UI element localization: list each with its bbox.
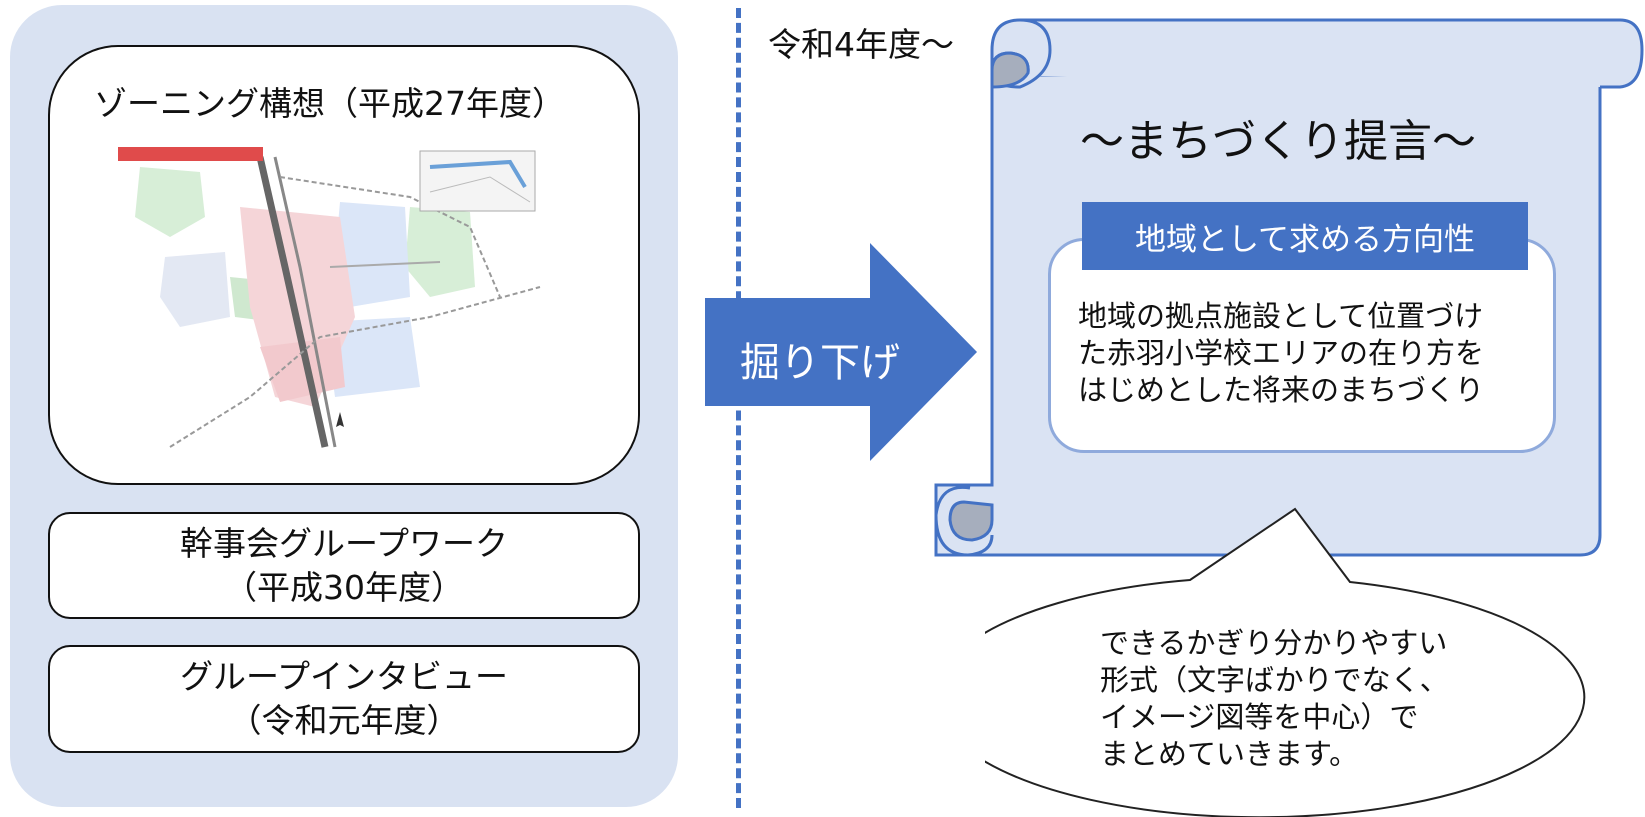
- zoning-plan-card: ゾーニング構想（平成27年度）: [48, 45, 640, 485]
- interview-year: （令和元年度）: [228, 701, 460, 740]
- bubble-line: 形式（文字ばかりでなく、: [1100, 663, 1449, 697]
- bubble-line: まとめていきます。: [1100, 737, 1359, 771]
- dig-deeper-arrow: [705, 243, 977, 461]
- history-panel: ゾーニング構想（平成27年度）: [10, 5, 678, 807]
- interview-title: グループインタビュー: [179, 657, 509, 696]
- proposal-title: 〜まちづくり提言〜: [1080, 116, 1476, 167]
- zoning-plan-title: ゾーニング構想（平成27年度）: [94, 84, 565, 123]
- interview-card: グループインタビュー （令和元年度）: [48, 645, 640, 753]
- direction-box: [1048, 238, 1556, 453]
- workshop-title: 幹事会グループワーク: [179, 524, 509, 563]
- speech-bubble-shape: [985, 507, 1586, 817]
- direction-text: 地域の拠点施設として位置づけ た赤羽小学校エリアの在り方を はじめとした将来のま…: [1078, 298, 1548, 409]
- bubble-line: イメージ図等を中心）で: [1100, 700, 1419, 734]
- direction-line: はじめとした将来のまちづくり: [1078, 373, 1485, 407]
- workshop-year: （平成30年度）: [224, 568, 464, 607]
- workshop-card: 幹事会グループワーク （平成30年度）: [48, 512, 640, 619]
- dig-deeper-label: 掘り下げ: [740, 340, 900, 386]
- direction-line: 地域の拠点施設として位置づけ: [1078, 299, 1484, 333]
- timeline-divider: [736, 8, 741, 808]
- fiscal-year-label: 令和4年度〜: [768, 25, 954, 64]
- bubble-line: できるかぎり分かりやすい: [1100, 626, 1448, 660]
- direction-line: た赤羽小学校エリアの在り方を: [1078, 336, 1485, 370]
- speech-bubble-text: できるかぎり分かりやすい 形式（文字ばかりでなく、 イメージ図等を中心）で まと…: [1100, 625, 1540, 773]
- zoning-map-image: [118, 147, 541, 448]
- direction-heading: 地域として求める方向性: [1082, 202, 1528, 270]
